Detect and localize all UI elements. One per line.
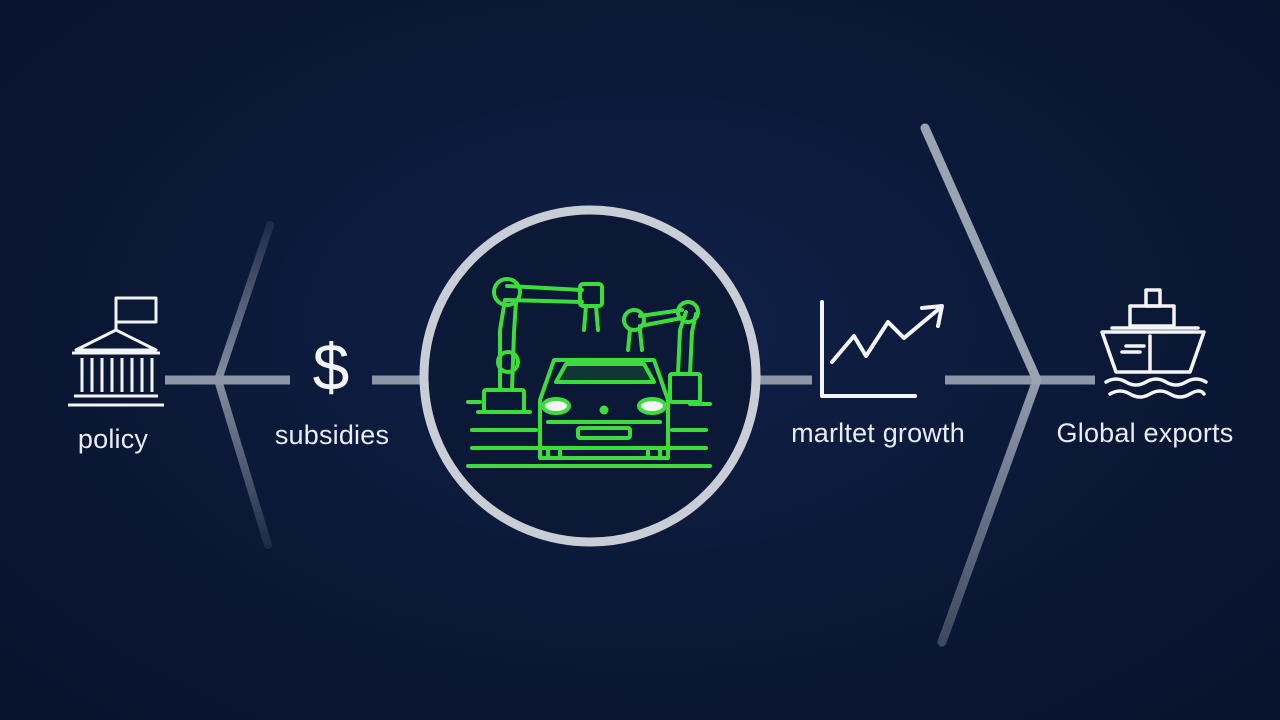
car-factory-robot-icon bbox=[466, 277, 712, 468]
market-growth-label: marltet growth bbox=[791, 418, 965, 448]
global-exports-label: Global exports bbox=[1056, 418, 1234, 448]
policy-label: policy bbox=[77, 424, 149, 454]
right-chevron bbox=[920, 123, 1042, 647]
center-ring bbox=[419, 205, 761, 547]
growth-chart-icon bbox=[820, 300, 944, 398]
cargo-ship-icon bbox=[1100, 288, 1208, 399]
dollar-sign-icon: $ bbox=[313, 330, 350, 404]
subsidies-label: subsidies bbox=[274, 420, 390, 450]
left-chevron bbox=[214, 221, 274, 549]
government-building-icon bbox=[68, 296, 164, 407]
